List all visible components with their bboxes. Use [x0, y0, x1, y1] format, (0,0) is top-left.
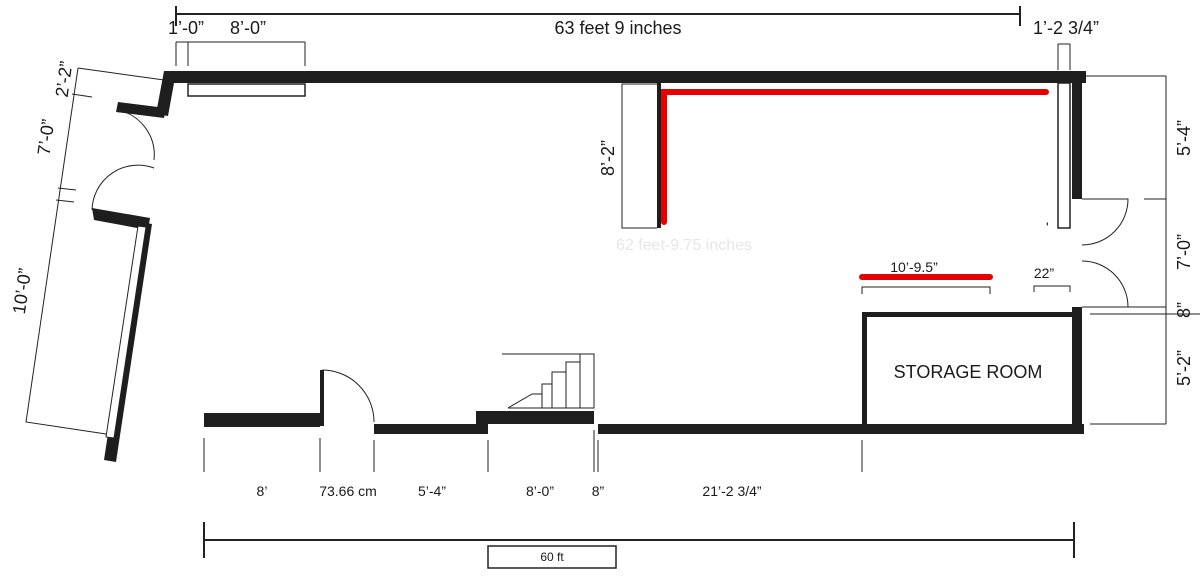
right-door-swing-lower — [1081, 260, 1129, 308]
bottom-dim-6: 21’-2 3/4” — [702, 483, 761, 499]
right-door-swing-upper — [1081, 198, 1129, 246]
top-right-dimension: 1’-2 3/4” — [1033, 18, 1099, 70]
interior-wall-group: 8’-2” 62 feet-9.75 inches — [598, 83, 1049, 254]
bottom-door-swing — [321, 369, 375, 423]
bottom-wall-group — [204, 353, 1084, 434]
right-dim-2: 7’-0” — [1174, 234, 1194, 270]
right-dim-3: 8” — [1174, 302, 1194, 318]
right-window — [1057, 82, 1071, 229]
right-wall-lower — [1072, 307, 1082, 434]
top-left-dim-2: 8’-0” — [230, 18, 266, 38]
door-width-dimension: 22” — [1033, 265, 1071, 292]
top-left-dimensions: 1’-0” 8’-0” — [168, 18, 306, 66]
overall-top-label: 63 feet 9 inches — [554, 18, 681, 38]
overall-bottom-box — [487, 545, 617, 569]
left-dim-3: 10’-0” — [9, 267, 35, 315]
bottom-dim-3: 5’-4” — [418, 483, 446, 499]
bottom-dim-2: 73.66 cm — [319, 483, 377, 499]
bottom-overall-dimension: 60 ft — [203, 522, 1075, 569]
left-door-swing-lower — [91, 164, 155, 211]
overall-bottom-label: 60 ft — [540, 550, 564, 564]
bottom-dim-4: 8’-0” — [526, 483, 554, 499]
bottom-wall-2 — [374, 424, 488, 434]
corner-wall-left — [156, 71, 176, 116]
left-wing-outer-dimline — [25, 67, 107, 435]
bottom-dim-1: 8’ — [257, 483, 268, 499]
stairs — [502, 353, 595, 409]
svg-text:': ' — [1046, 219, 1049, 235]
door-width-label: 22” — [1034, 265, 1055, 281]
red-segment-label: 10’-9.5” — [890, 259, 938, 275]
top-wall — [176, 71, 1086, 83]
bottom-wall-3 — [476, 411, 594, 424]
window-top-left — [187, 83, 306, 97]
top-right-dim: 1’-2 3/4” — [1033, 18, 1099, 38]
left-wing-wall-upper — [116, 102, 166, 118]
left-dim-2: 7’-0” — [34, 118, 59, 156]
right-dim-4: 5’-2” — [1174, 350, 1194, 386]
left-wing-wall-lower — [92, 208, 150, 230]
right-dim-1: 5’-4” — [1174, 120, 1194, 156]
bottom-segment-dimensions: 8’ 73.66 cm 5’-4” 8’-0” 8” 21’-2 3/4” — [203, 430, 863, 499]
right-wall-group: ' 5’-4” 7’-0” 8” 5’-2” — [1046, 75, 1200, 434]
interior-wall — [657, 83, 661, 228]
interior-wall-dim: 8’-2” — [598, 140, 618, 176]
storage-room-label: STORAGE ROOM — [894, 362, 1043, 382]
bottom-wall-4 — [598, 424, 1084, 434]
bottom-dim-5: 8” — [592, 483, 605, 499]
top-left-dim-1: 1’-0” — [168, 18, 204, 38]
right-wall-upper — [1072, 83, 1082, 199]
left-wing-window — [105, 225, 147, 439]
left-door-swing-upper — [117, 109, 155, 161]
left-wing: 2’-2” 7’-0” 10’-0” — [9, 60, 166, 462]
ghost-dimension-label: 62 feet-9.75 inches — [616, 237, 752, 254]
red-highlight-L — [661, 89, 1049, 225]
left-dim-1: 2’-2” — [52, 60, 77, 98]
red-segment-group: 10’-9.5” — [859, 259, 993, 294]
top-overall-dimension: 63 feet 9 inches — [175, 6, 1021, 38]
storage-room: STORAGE ROOM — [862, 312, 1076, 424]
bottom-wall-1 — [204, 413, 320, 427]
